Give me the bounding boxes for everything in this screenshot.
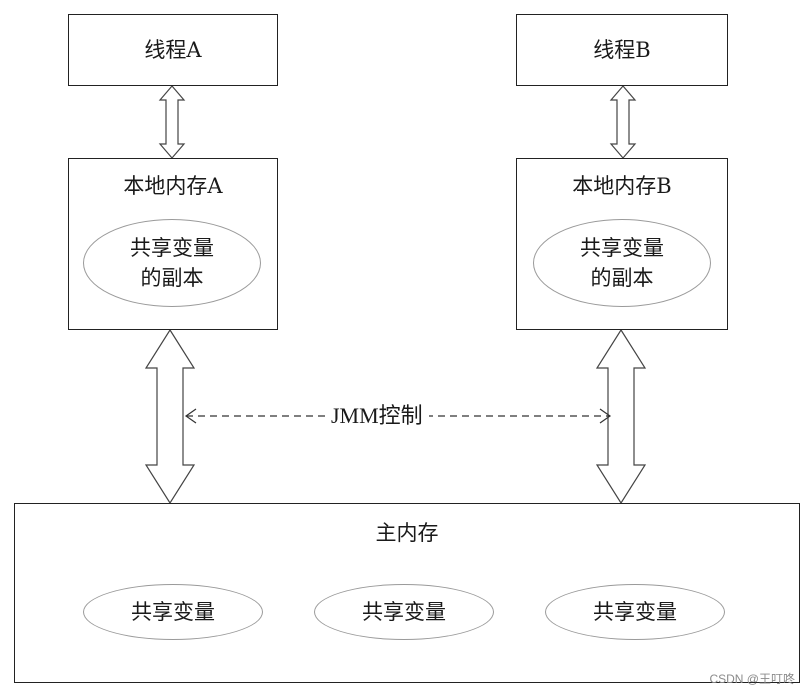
local-a-copy-line2: 的副本 bbox=[140, 266, 204, 290]
main-shared-variable-label: 共享变量 bbox=[131, 599, 215, 624]
main-shared-variable-label: 共享变量 bbox=[593, 599, 677, 624]
main-memory-box: 主内存 共享变量 共享变量 共享变量 bbox=[14, 503, 800, 683]
local-b-copy-ellipse: 共享变量 的副本 bbox=[533, 219, 711, 307]
main-shared-variable-ellipse: 共享变量 bbox=[314, 584, 494, 640]
thread-b-title: 线程B bbox=[593, 38, 651, 62]
local-b-copy-line2: 的副本 bbox=[590, 266, 654, 290]
main-shared-variable-label: 共享变量 bbox=[362, 599, 446, 624]
jmm-arrowhead-left bbox=[184, 408, 197, 424]
local-a-copy-ellipse: 共享变量 的副本 bbox=[83, 219, 261, 307]
thread-a-local-a-arrow bbox=[158, 85, 186, 159]
local-memory-a-title: 本地内存A bbox=[123, 174, 223, 198]
local-b-copy-line1: 共享变量 bbox=[580, 235, 664, 260]
local-memory-b-box: 本地内存B 共享变量 的副本 bbox=[516, 158, 728, 330]
thread-b-box: 线程B bbox=[516, 14, 728, 86]
csdn-watermark: CSDN @王叮咚 bbox=[709, 672, 795, 686]
main-shared-variable-ellipse: 共享变量 bbox=[545, 584, 725, 640]
jmm-arrowhead-right bbox=[599, 408, 612, 424]
main-memory-title: 主内存 bbox=[375, 521, 439, 545]
local-memory-a-box: 本地内存A 共享变量 的副本 bbox=[68, 158, 278, 330]
thread-a-title: 线程A bbox=[144, 38, 202, 62]
thread-b-local-b-arrow bbox=[609, 85, 637, 159]
thread-a-box: 线程A bbox=[68, 14, 278, 86]
local-memory-b-title: 本地内存B bbox=[572, 174, 672, 198]
local-a-copy-line1: 共享变量 bbox=[130, 235, 214, 260]
local-b-main-arrow bbox=[595, 328, 647, 505]
main-shared-variable-ellipse: 共享变量 bbox=[83, 584, 263, 640]
jmm-control-label: JMM控制 bbox=[325, 405, 429, 427]
